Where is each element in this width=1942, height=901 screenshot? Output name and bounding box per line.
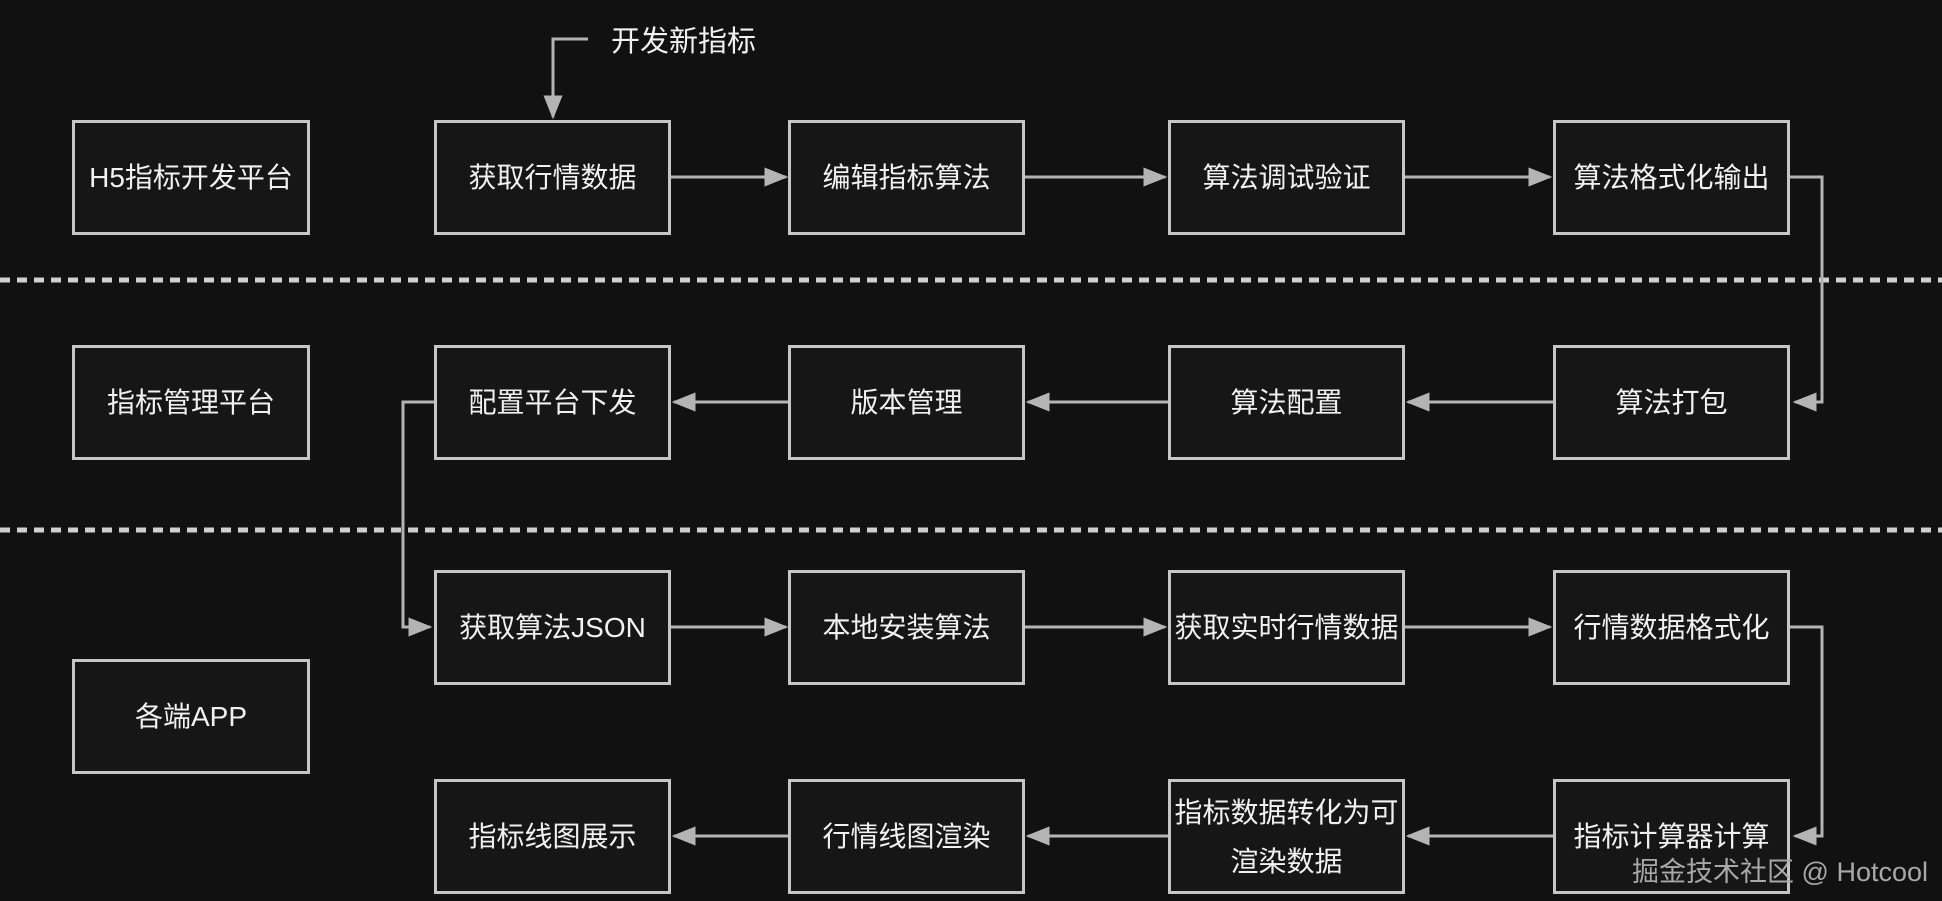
flow-box-config-platform-distribute: 配置平台下发 [434,345,671,460]
flow-box-algorithm-format-output: 算法格式化输出 [1553,120,1790,235]
lane-indicator-mgmt-platform: 指标管理平台 [72,345,310,460]
watermark-text: 掘金技术社区 @ Hotcool [1632,857,1928,887]
flow-box-market-line-chart-render: 行情线图渲染 [788,779,1025,894]
flow-box-indicator-data-to-renderable: 指标数据转化为可渲染数据 [1168,779,1405,894]
arrow-row3-to-row4 [1790,625,1824,846]
flow-box-algorithm-package: 算法打包 [1553,345,1790,460]
flow-box-fetch-algorithm-json: 获取算法JSON [434,570,671,685]
arrow-row1-to-row2 [1790,175,1824,412]
arrow-develop-new-indicator [543,37,588,120]
flow-box-fetch-market-data: 获取行情数据 [434,120,671,235]
flow-box-algorithm-debug-verify: 算法调试验证 [1168,120,1405,235]
lane-client-apps: 各端APP [72,659,310,774]
flow-box-edit-indicator-algorithm: 编辑指标算法 [788,120,1025,235]
arrow-row2-to-row3 [401,400,434,637]
annotation-develop-new-indicator: 开发新指标 [611,26,757,58]
flow-box-indicator-calculator-compute: 指标计算器计算 [1553,779,1790,894]
flow-box-indicator-line-chart-display: 指标线图展示 [434,779,671,894]
flow-box-local-install-algorithm: 本地安装算法 [788,570,1025,685]
flow-box-version-management: 版本管理 [788,345,1025,460]
lane-h5-dev-platform: H5指标开发平台 [72,120,310,235]
flow-box-algorithm-config: 算法配置 [1168,345,1405,460]
flow-box-fetch-realtime-market-data: 获取实时行情数据 [1168,570,1405,685]
flow-box-market-data-format: 行情数据格式化 [1553,570,1790,685]
